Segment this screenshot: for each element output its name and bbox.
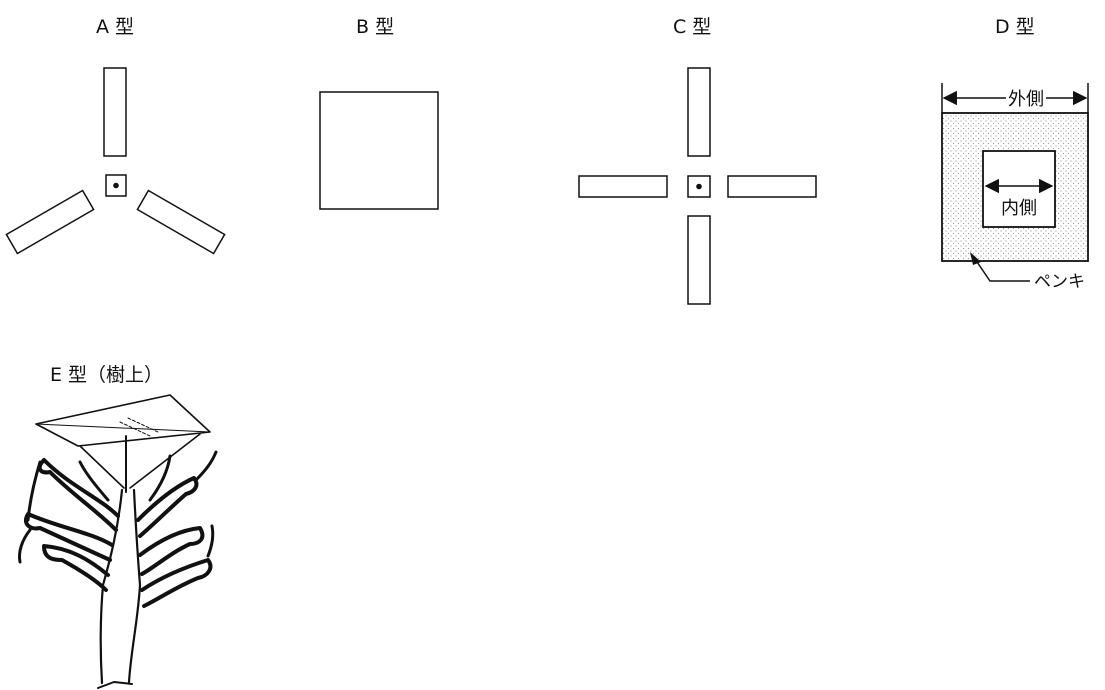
type-c-vane-bottom (688, 216, 710, 304)
type-b-diagram (320, 92, 438, 209)
type-d-paint-label: ペンキ (1034, 272, 1085, 292)
type-a-diagram (6, 68, 224, 254)
type-d-outer-label: 外側 (1008, 89, 1044, 110)
type-e-trunk-base (98, 682, 132, 688)
type-d-diagram (942, 83, 1088, 281)
type-e-branch-r4 (196, 452, 216, 480)
type-b-square (320, 92, 438, 209)
type-a-center-dot (113, 183, 119, 189)
type-e-branch-r1 (138, 478, 196, 536)
type-d-inner-label: 内側 (1001, 198, 1037, 219)
type-a-vane-right (137, 190, 224, 253)
type-c-vane-top (688, 68, 710, 156)
type-e-branch-l5 (19, 530, 30, 562)
type-e-branch-l4 (28, 462, 40, 520)
type-e-strut-left (80, 446, 124, 488)
type-e-diagram (19, 395, 216, 688)
type-a-vane-left (6, 190, 93, 253)
type-c-vane-left (579, 176, 667, 197)
type-c-center-dot (696, 184, 702, 190)
type-e-panel (36, 395, 210, 446)
type-c-vane-right (728, 176, 816, 197)
type-d-paint-leader (975, 259, 1030, 281)
type-e-branch-r5 (208, 526, 213, 556)
type-a-vane-top (104, 68, 126, 156)
type-c-diagram (579, 68, 816, 304)
